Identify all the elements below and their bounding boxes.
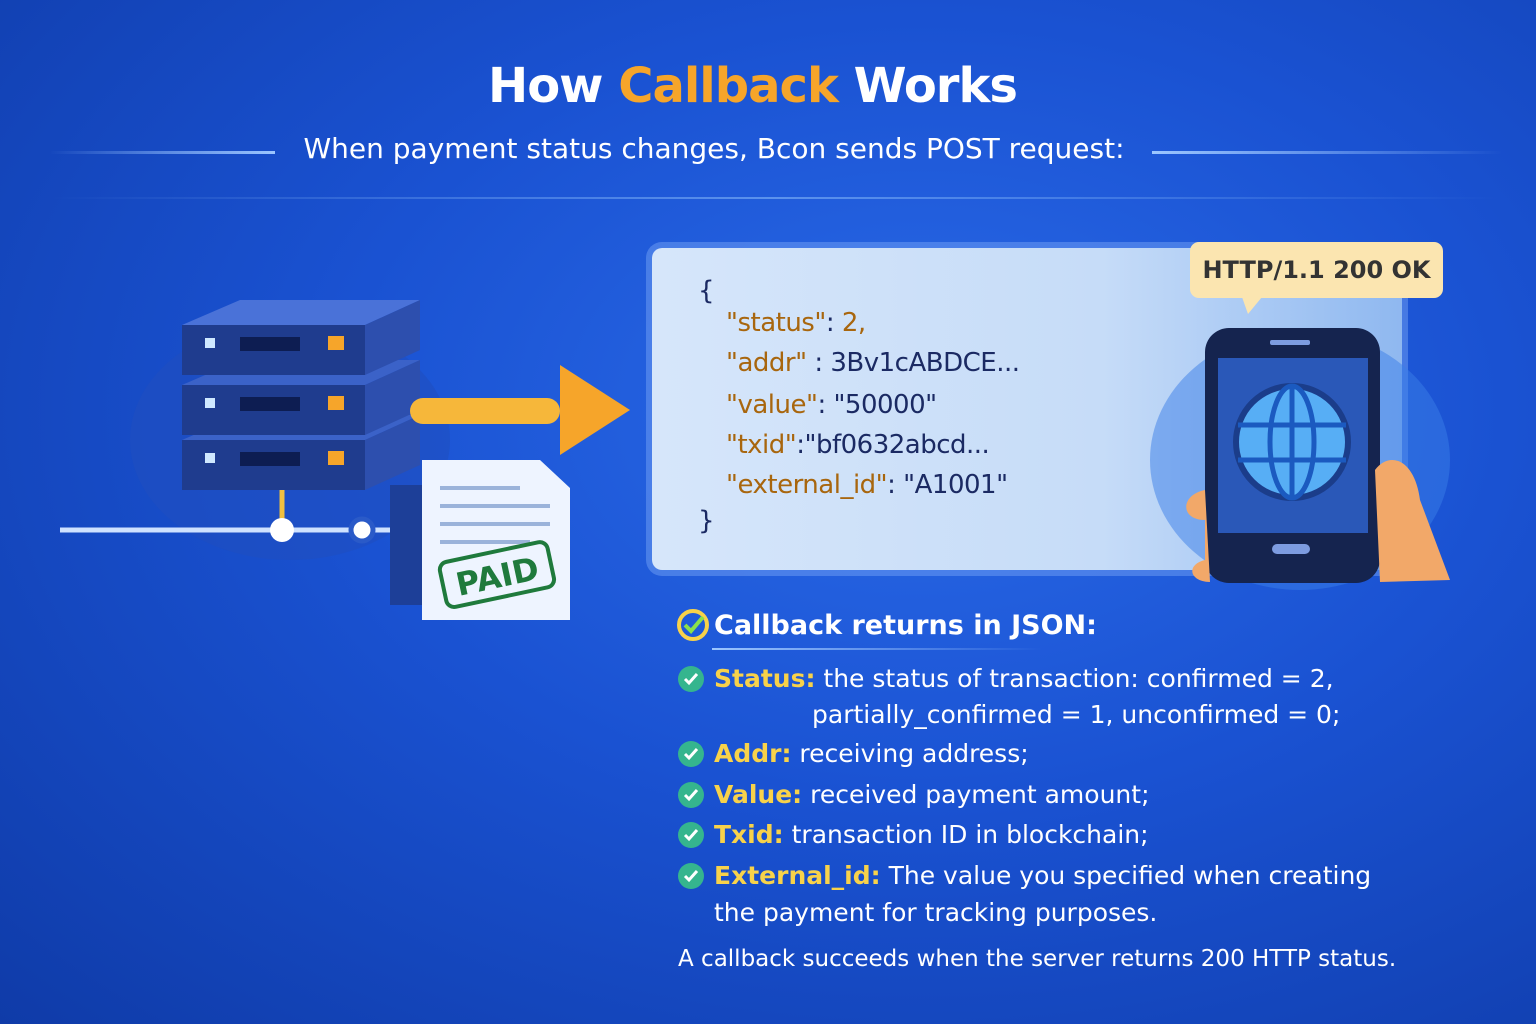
list-item: External_id: The value you specified whe… (678, 861, 1371, 890)
globe-icon (1233, 383, 1351, 501)
code-line: "value": "50000" (726, 390, 937, 420)
code-brace: } (698, 506, 715, 536)
check-icon (678, 665, 704, 692)
divider (50, 151, 275, 154)
list-item: Value: received payment amount; (678, 780, 1150, 809)
check-icon (678, 862, 704, 889)
list-heading: Callback returns in JSON: (676, 608, 1097, 650)
code-line: "external_id": "A1001" (726, 470, 1008, 500)
http-response-bubble: HTTP/1.1 200 OK (1190, 242, 1443, 314)
code-line: "status": 2, (726, 308, 866, 338)
arrow-icon (410, 365, 630, 455)
invoice-document-icon: PAID (390, 460, 570, 620)
check-circle-icon (677, 609, 709, 641)
list-item: Txid: transaction ID in blockchain; (678, 820, 1149, 849)
divider (50, 197, 1500, 199)
code-line: "txid":"bf0632abcd... (726, 430, 990, 460)
list-item-continuation: partially_confirmed = 1, unconfirmed = 0… (812, 700, 1341, 729)
list-item: Addr: receiving address; (678, 739, 1029, 768)
list-item: Status: the status of transaction: confi… (678, 664, 1334, 693)
page-title: How Callback Works (488, 58, 1018, 114)
code-line: "addr" : 3Bv1cABDCE... (726, 348, 1020, 378)
check-icon (678, 821, 704, 848)
check-icon (678, 781, 704, 808)
footer-note: A callback succeeds when the server retu… (678, 946, 1397, 972)
list-item-continuation: the payment for tracking purposes. (714, 898, 1158, 927)
check-icon (678, 740, 704, 767)
server-icon (182, 300, 420, 490)
divider (1152, 151, 1502, 154)
phone-illustration (1150, 328, 1450, 590)
server-illustration: PAID (60, 300, 630, 620)
code-brace: { (698, 276, 715, 306)
subtitle: When payment status changes, Bcon sends … (303, 132, 1125, 165)
